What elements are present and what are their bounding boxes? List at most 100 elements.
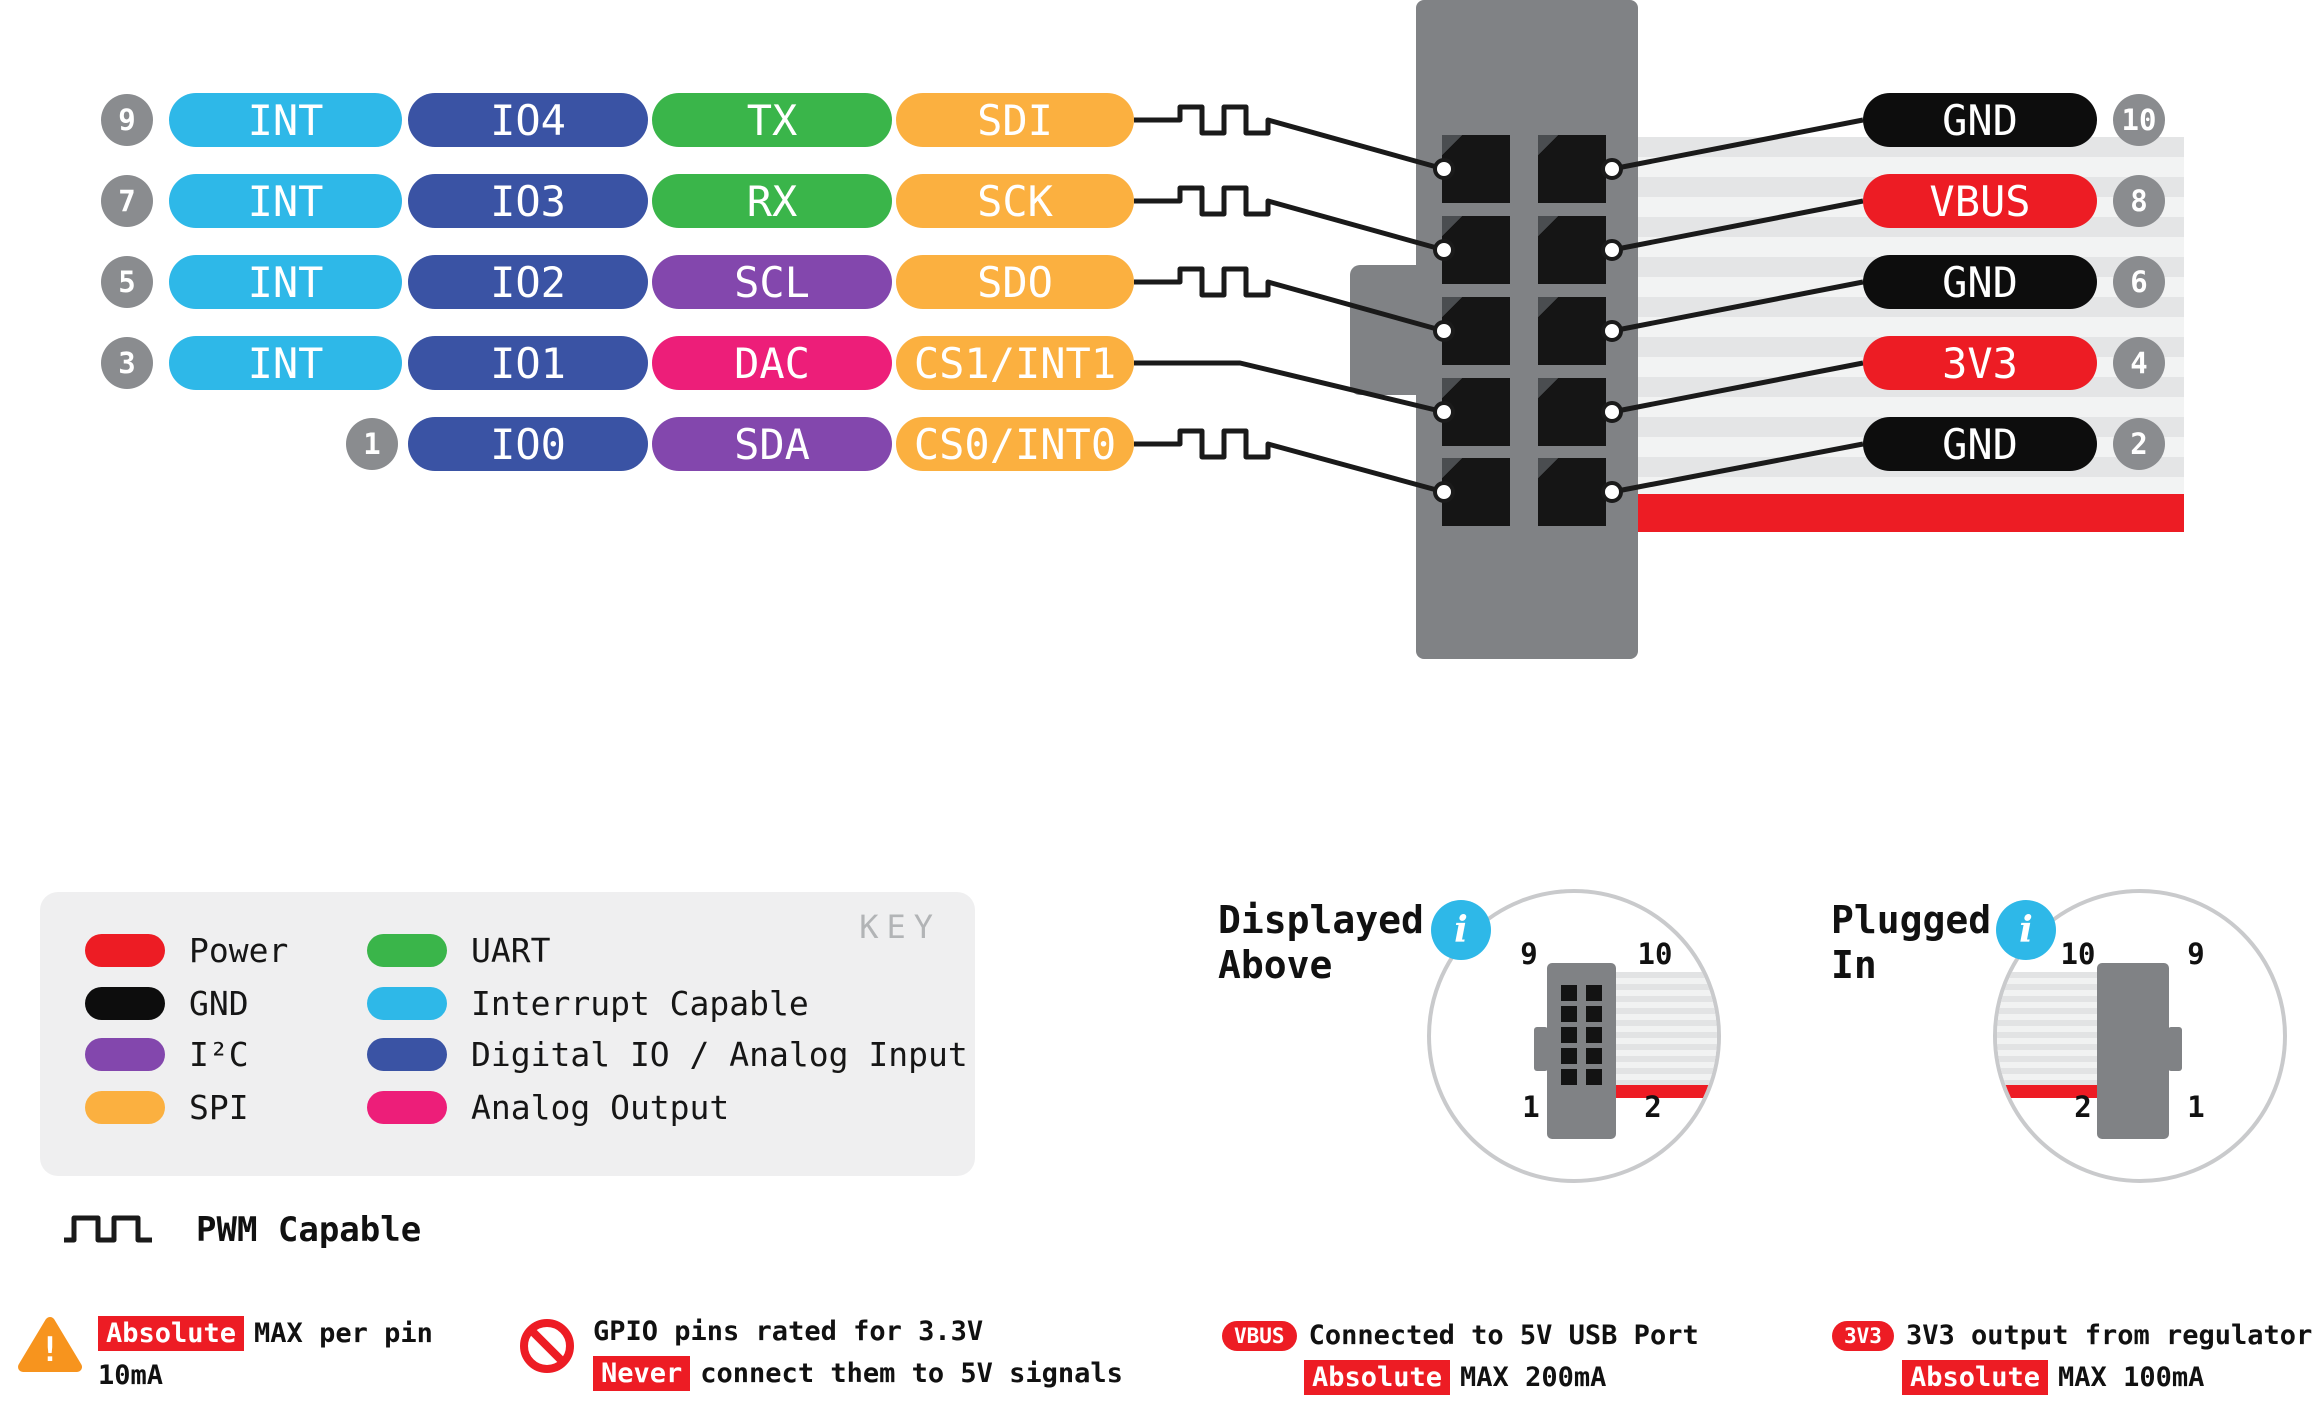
key-label: GND (189, 983, 249, 1023)
key-item-gnd: GND (85, 983, 249, 1023)
pill-function: INT (169, 255, 402, 309)
key-item-spi: SPI (85, 1087, 249, 1127)
pill-function: INT (169, 93, 402, 147)
key-swatch (85, 1037, 165, 1071)
key-item-power: Power (85, 931, 288, 970)
orientation-title-line: Plugged (1831, 898, 1992, 942)
mini-ribbon (1997, 972, 2101, 1098)
pin-number-badge: 8 (2113, 175, 2165, 227)
vbus-pill: VBUS (1222, 1320, 1297, 1351)
pin-number-badge: 1 (346, 418, 398, 470)
pill-power: VBUS (1863, 174, 2097, 228)
connector-pin (1442, 135, 1510, 203)
pwm-legend-label: PWM Capable (196, 1210, 422, 1250)
connector-pin (1538, 135, 1606, 203)
wire-pwm-row2 (1134, 185, 1445, 253)
key-swatch (85, 1090, 165, 1124)
prohibited-icon (520, 1319, 574, 1373)
mini-connector-notch (2168, 1027, 2182, 1071)
orientation-title-line: Displayed (1218, 898, 1424, 942)
pill-function: SDA (652, 417, 892, 471)
corner-pin-label: 1 (1522, 1090, 1540, 1124)
absolute-badge: Absolute (1902, 1360, 2049, 1395)
mini-connector-notch (1534, 1027, 1548, 1071)
pill-power: 3V3 (1863, 336, 2097, 390)
connector-pin (1538, 216, 1606, 284)
corner-pin-label: 9 (2187, 937, 2205, 971)
warning-line: Absolute MAX 100mA (1902, 1360, 2312, 1395)
corner-pin-label: 2 (1644, 1090, 1662, 1124)
warning-3v3: 3V3 3V3 output from regulator Absolute MAX… (1832, 1320, 2312, 1395)
pill-function: IO2 (408, 255, 648, 309)
key-label: SPI (189, 1087, 249, 1127)
connector-notch (1350, 265, 1420, 395)
3v3-pill: 3V3 (1832, 1320, 1894, 1351)
mini-pin-grid (1561, 985, 1602, 1085)
svg-text:!: ! (40, 1330, 60, 1370)
key-item-digital: Digital IO / Analog Input (367, 1035, 968, 1074)
absolute-badge: Absolute (1304, 1360, 1451, 1395)
connector-pin (1442, 297, 1510, 365)
pwm-squiggle-icon (64, 1215, 152, 1243)
key-swatch (85, 933, 165, 967)
key-swatch (367, 986, 447, 1020)
info-icon: i (1996, 900, 2056, 960)
key-label: UART (471, 930, 551, 970)
warning-text: 3V3 output from regulator (1905, 1320, 2313, 1351)
warning-text: MAX per pin (254, 1318, 433, 1349)
mini-ribbon (1614, 972, 1717, 1098)
pill-function: SCL (652, 255, 892, 309)
pill-power: GND (1863, 417, 2097, 471)
pill-function: RX (652, 174, 892, 228)
warning-line: 10mA (98, 1360, 164, 1391)
pin-number-badge: 7 (101, 175, 153, 227)
pill-function: IO1 (408, 336, 648, 390)
pill-function: INT (169, 174, 402, 228)
connector-pin (1538, 458, 1606, 526)
orientation-title-displayed: Displayed Above (1218, 898, 1424, 988)
pill-function: IO4 (408, 93, 648, 147)
key-swatch (367, 1090, 447, 1124)
ribbon-red-stripe (1638, 494, 2184, 532)
warning-line: Absolute MAX per pin (98, 1316, 433, 1351)
connector-pin (1442, 378, 1510, 446)
absolute-badge: Absolute (98, 1316, 245, 1351)
wire-pwm-row5 (1134, 428, 1445, 495)
mini-ribbon-red-stripe (1997, 1085, 2101, 1098)
pin-number-badge: 9 (101, 94, 153, 146)
corner-pin-label: 10 (1637, 937, 1673, 971)
corner-pin-label: 2 (2074, 1090, 2092, 1124)
pill-function: SCK (896, 174, 1134, 228)
info-icon: i (1431, 900, 1491, 960)
warning-text: connect them to 5V signals (700, 1358, 1123, 1389)
mini-ribbon-red-stripe (1614, 1085, 1717, 1098)
mini-connector-front (1534, 963, 1616, 1139)
key-swatch (85, 986, 165, 1020)
corner-pin-label: 10 (2060, 937, 2096, 971)
pill-function: CS0/INT0 (896, 417, 1134, 471)
key-item-uart: UART (367, 930, 551, 970)
pill-function: IO3 (408, 174, 648, 228)
warning-text: MAX 100mA (2058, 1362, 2205, 1393)
key-swatch (367, 1037, 447, 1071)
pill-function: SDI (896, 93, 1134, 147)
key-swatch (367, 933, 447, 967)
key-label: I²C (189, 1034, 249, 1074)
pill-function: IO0 (408, 417, 648, 471)
warning-max-per-pin: ! Absolute MAX per pin 10mA (18, 1316, 433, 1391)
key-item-analog: Analog Output (367, 1088, 729, 1127)
corner-pin-label: 1 (2187, 1090, 2205, 1124)
pill-power: GND (1863, 255, 2097, 309)
warning-line: 3V3 3V3 output from regulator (1832, 1320, 2312, 1351)
key-label: Interrupt Capable (471, 983, 809, 1023)
pin-number-badge: 10 (2113, 94, 2165, 146)
pwm-legend: PWM Capable (60, 1206, 421, 1254)
orientation-title-line: Above (1218, 943, 1333, 987)
connector-pin (1538, 378, 1606, 446)
key-panel: KEY Power GND I²C SPI UART Interrupt Cap… (40, 892, 975, 1176)
orientation-title-line: In (1831, 943, 1877, 987)
